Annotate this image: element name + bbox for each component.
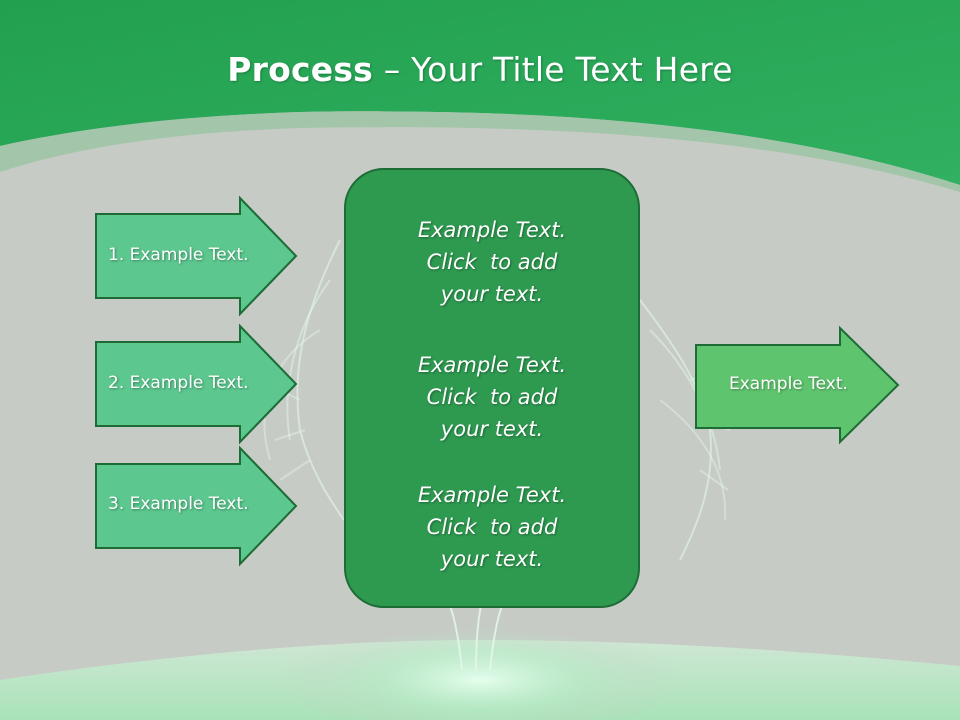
left-arrow-2-label: 2. Example Text. bbox=[108, 373, 249, 393]
center-paragraph-line: Click to add bbox=[426, 385, 558, 409]
center-paragraph-line: Example Text. bbox=[417, 218, 567, 242]
right-arrow-label: Example Text. bbox=[729, 374, 848, 394]
title-rest-part: – Your Title Text Here bbox=[373, 50, 733, 89]
left-arrow-1-label: 1. Example Text. bbox=[108, 245, 249, 265]
center-paragraph-line: Click to add bbox=[426, 515, 558, 539]
center-paragraph-line: your text. bbox=[440, 417, 544, 441]
center-paragraph-line: Example Text. bbox=[417, 483, 567, 507]
center-text-box: Example Text. Click to add your text. Ex… bbox=[344, 168, 640, 608]
ground-glow bbox=[280, 620, 680, 720]
header-band bbox=[0, 0, 960, 185]
slide-title: Process – Your Title Text Here bbox=[0, 50, 960, 89]
center-paragraph-1: Example Text. Click to add your text. bbox=[346, 214, 638, 310]
left-arrow-3 bbox=[95, 445, 298, 567]
left-arrow-3-label: 3. Example Text. bbox=[108, 494, 249, 514]
center-paragraph-2: Example Text. Click to add your text. bbox=[346, 349, 638, 445]
center-paragraph-line: your text. bbox=[440, 547, 544, 571]
title-bold-part: Process bbox=[227, 50, 374, 89]
center-paragraph-line: Example Text. bbox=[417, 353, 567, 377]
left-arrow-2 bbox=[95, 323, 298, 445]
center-paragraph-3: Example Text. Click to add your text. bbox=[346, 479, 638, 575]
center-paragraph-line: your text. bbox=[440, 282, 544, 306]
left-arrow-1 bbox=[95, 195, 298, 317]
center-paragraph-line: Click to add bbox=[426, 250, 558, 274]
right-arrow bbox=[695, 325, 900, 445]
header-swoosh bbox=[0, 111, 960, 192]
